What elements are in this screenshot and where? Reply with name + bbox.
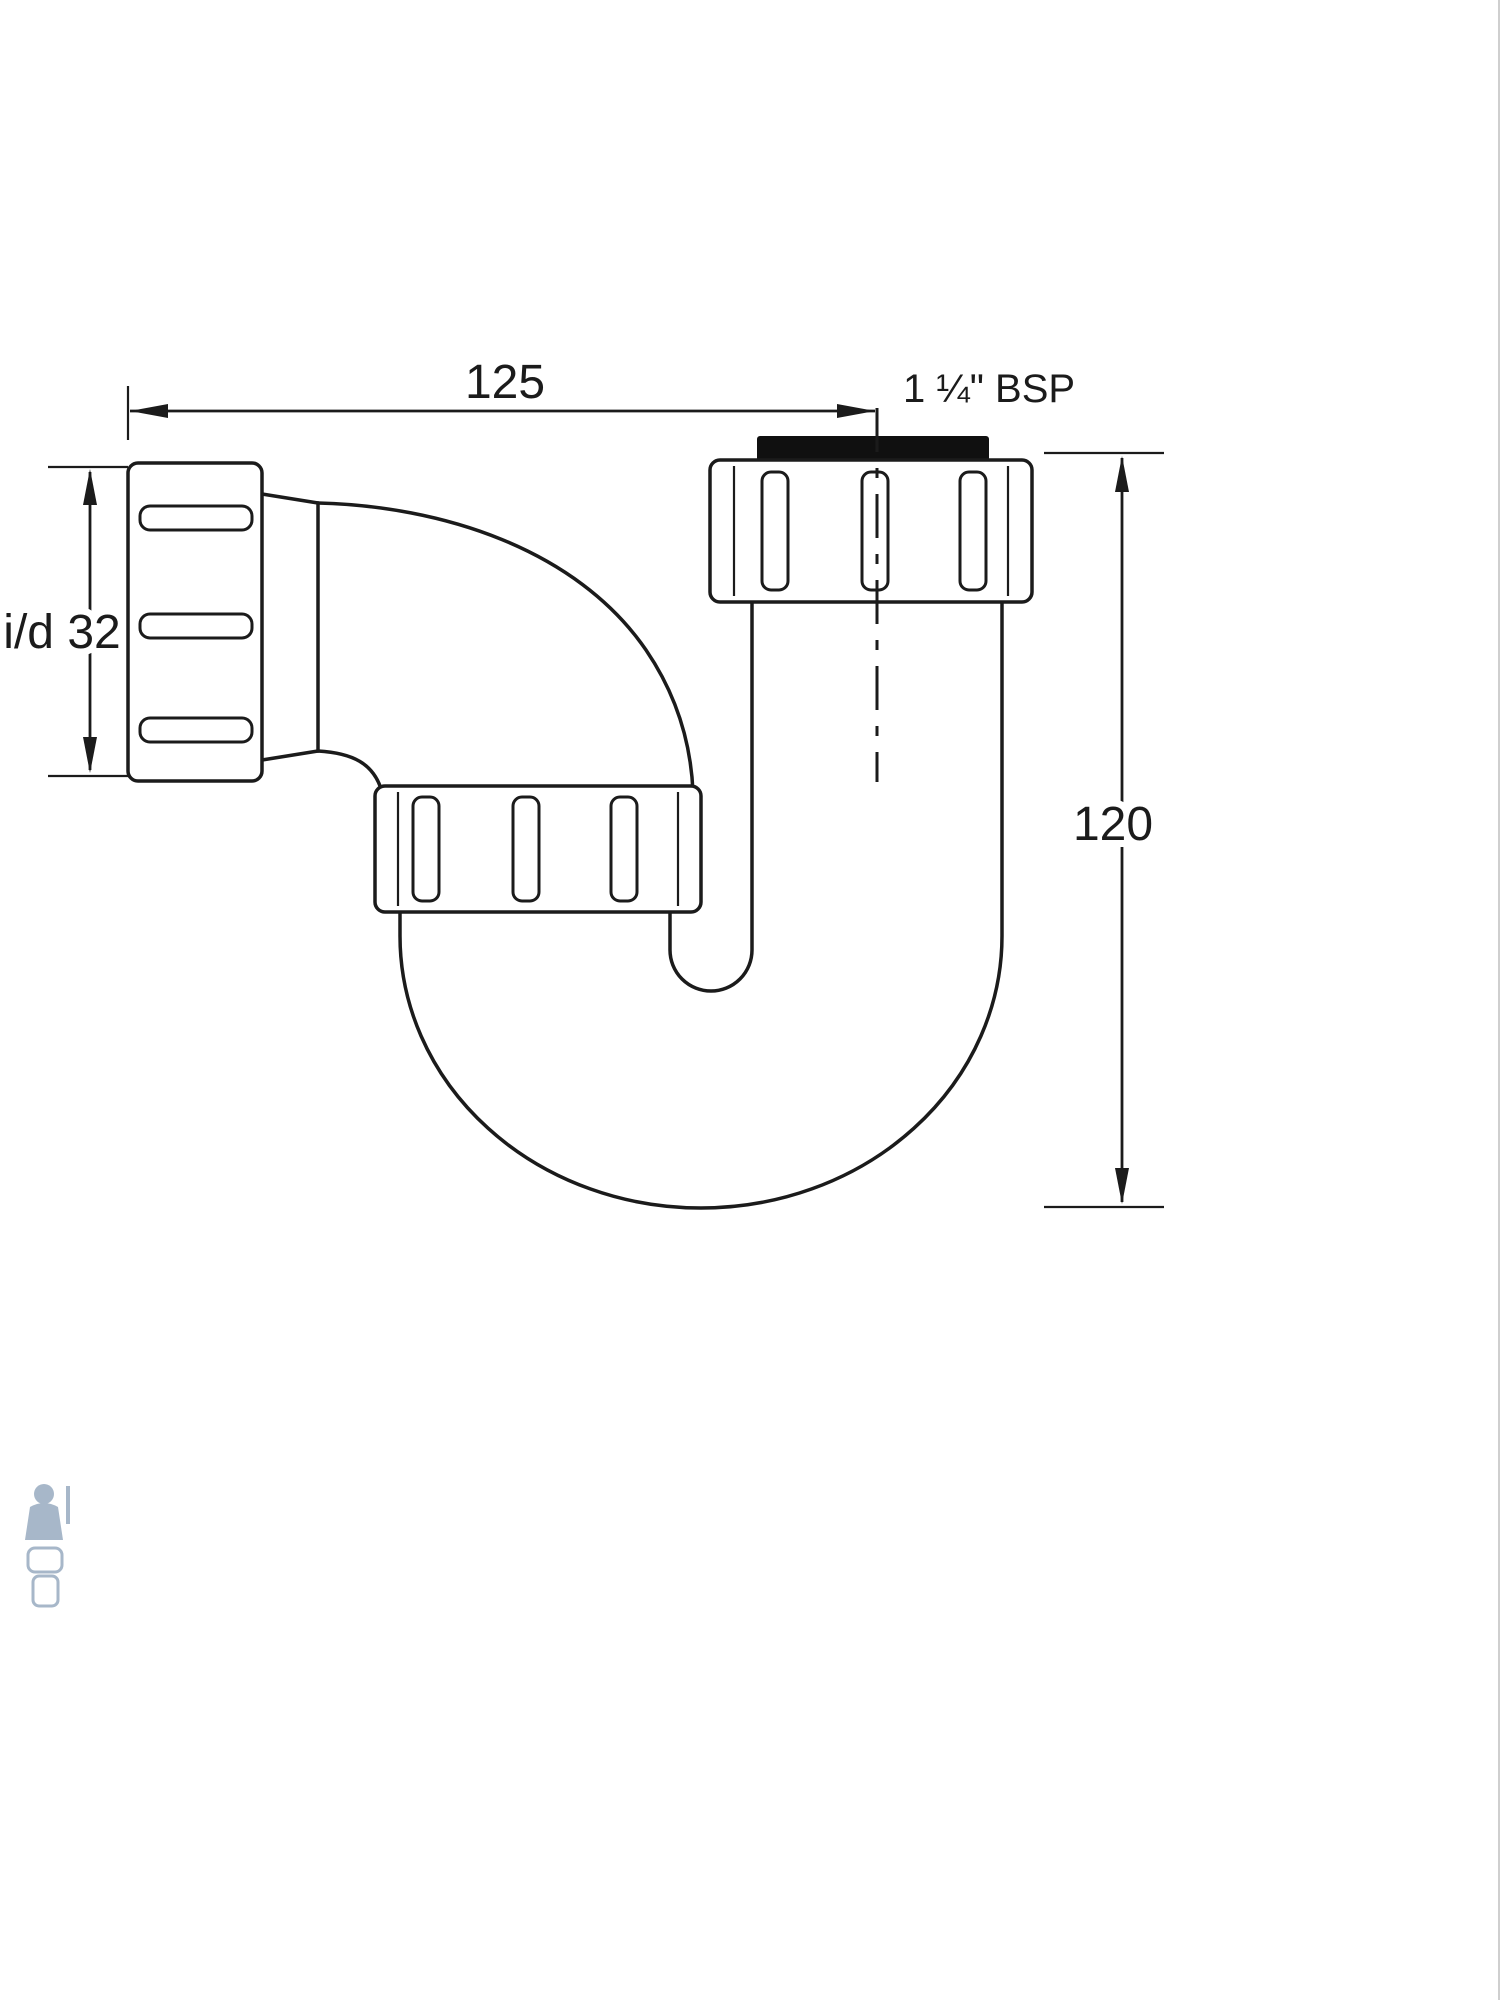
nut-flat-slot [609, 795, 639, 903]
taper-bottom-line [260, 749, 320, 762]
nut-flat-slot [860, 470, 890, 592]
watermark-logo [25, 1484, 70, 1608]
seal-washer [757, 436, 989, 463]
union-nut [373, 784, 703, 914]
nut-flat-slot [958, 470, 988, 592]
arrow-up-icon [83, 469, 97, 505]
watermark-figure-body [25, 1503, 63, 1540]
arrow-right-icon [837, 404, 875, 418]
label-thread-size: 1 ¼" BSP [903, 367, 1075, 411]
watermark-figure-head [34, 1484, 54, 1504]
inlet-nut-body [708, 458, 1034, 604]
u-bend-outer-wall [398, 599, 1004, 1210]
elbow-outer-curve [316, 501, 695, 794]
arrow-down-icon [1115, 1168, 1129, 1204]
dimension-top-width: 125 [126, 356, 875, 440]
nut-flat-slot [138, 716, 254, 744]
outlet-elbow [260, 492, 695, 794]
label-height: 120 [1073, 798, 1153, 851]
nut-flat-slot [760, 470, 790, 592]
arrow-left-icon [130, 404, 168, 418]
u-bend-inner-wall [668, 599, 754, 993]
inlet-assembly [708, 436, 1034, 604]
trap-u-bend [398, 599, 1004, 1210]
nut-flat-slot [411, 795, 441, 903]
outlet-nut [126, 461, 264, 783]
arrow-up-icon [1115, 456, 1129, 492]
dimension-height: 120 [1044, 451, 1164, 1209]
label-width: 125 [465, 356, 545, 409]
watermark-toilet-bowl [31, 1574, 60, 1608]
nut-flat-slot [138, 612, 254, 640]
nut-body [126, 461, 264, 783]
label-inlet-diameter: i/d 32 [3, 606, 120, 659]
dimension-inlet-diameter: i/d 32 [0, 465, 128, 778]
taper-top-line [260, 492, 320, 505]
arrow-down-icon [83, 737, 97, 773]
watermark-toilet-tank [26, 1546, 64, 1574]
elbow-inner-curve [316, 749, 384, 794]
nut-flat-slot [138, 504, 254, 532]
nut-flat-slot [511, 795, 541, 903]
